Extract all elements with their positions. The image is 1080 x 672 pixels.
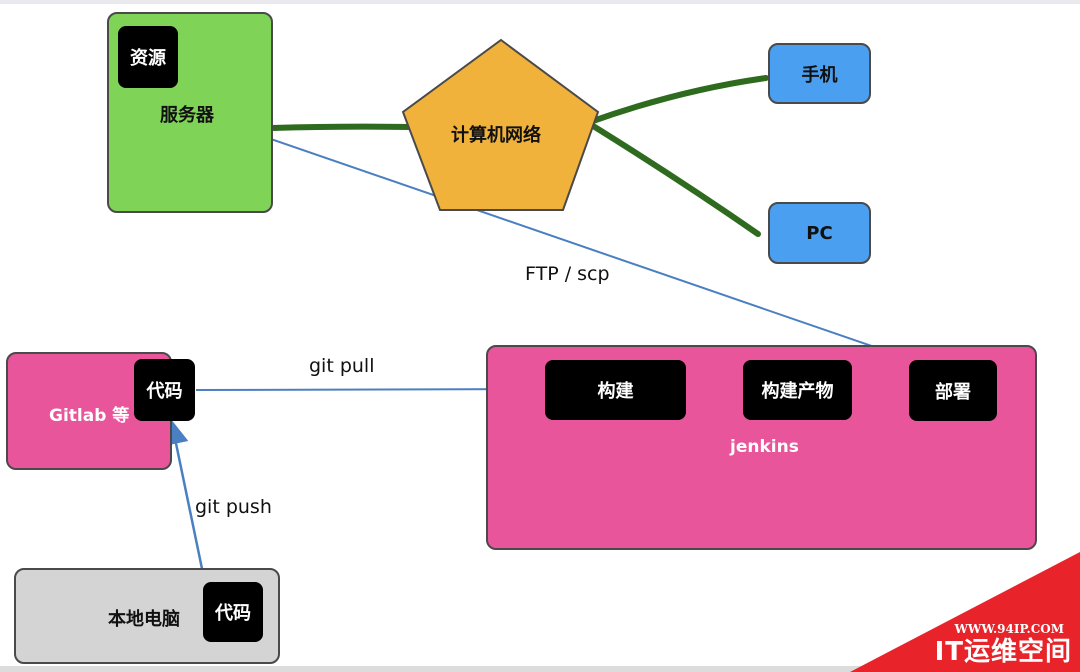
arrow-git-pull — [195, 379, 544, 400]
artifact-node: 构建产物 — [743, 360, 852, 420]
top-border — [0, 0, 1080, 4]
link-network-pc — [587, 121, 761, 237]
local-code-node: 代码 — [203, 582, 263, 642]
deploy-node: 部署 — [909, 360, 997, 421]
watermark-shape — [850, 552, 1080, 672]
gitlab-label: Gitlab 等 — [49, 406, 130, 426]
resource-node: 资源 — [118, 26, 178, 88]
local-label: 本地电脑 — [108, 609, 180, 630]
network-pentagon — [401, 38, 600, 211]
link-network-phone — [587, 75, 769, 125]
arrow-ftp-deploy-to-resource — [142, 91, 919, 363]
build-node: 构建 — [545, 360, 686, 420]
link-server-network — [269, 123, 415, 131]
jenkins-label: jenkins — [730, 437, 799, 457]
phone-node: 手机 — [768, 43, 871, 104]
phone-label: 手机 — [801, 64, 838, 86]
git-pull-label: git pull — [309, 355, 375, 377]
gitlab-code-node: 代码 — [134, 359, 195, 421]
network-label: 计算机网络 — [451, 125, 541, 146]
watermark-text: IT运维空间 — [934, 637, 1072, 667]
pc-label: PC — [806, 222, 833, 244]
server-label: 服务器 — [160, 105, 214, 126]
watermark-url: WWW.94IP.COM — [954, 622, 1064, 636]
bottom-strip — [0, 666, 1080, 672]
watermark: WWW.94IP.COM IT运维空间 — [850, 552, 1080, 672]
arrow-git-push — [163, 419, 208, 589]
pc-node: PC — [768, 202, 871, 264]
git-push-label: git push — [195, 496, 272, 518]
ftp-label: FTP / scp — [525, 263, 610, 285]
